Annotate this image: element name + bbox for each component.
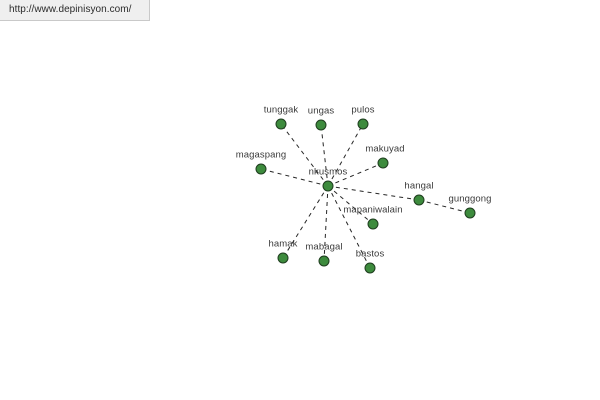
graph-node-mapaniwalain[interactable]	[367, 218, 379, 230]
graph-node-bastos[interactable]	[364, 262, 376, 274]
graph-node-hamak[interactable]	[277, 252, 289, 264]
graph-edge	[280, 123, 329, 187]
graph-node-hangal[interactable]	[413, 194, 425, 206]
graph-edge	[418, 199, 471, 214]
graph-edge	[327, 162, 384, 187]
graph-node-label-nkusmos: nkusmos	[308, 166, 348, 178]
graph-node-tunggak[interactable]	[275, 118, 287, 130]
graph-edges-layer	[260, 123, 471, 269]
graph-node-label-ungas: ungas	[307, 105, 335, 117]
graph-node-gunggong[interactable]	[464, 207, 476, 219]
graph-node-makuyad[interactable]	[377, 157, 389, 169]
graph-node-label-makuyad: makuyad	[365, 143, 405, 155]
graph-node-mabagal[interactable]	[318, 255, 330, 267]
graph-edge	[320, 124, 329, 187]
graph-edge	[327, 185, 374, 225]
graph-node-label-bastos: bastos	[355, 248, 385, 260]
graph-edge	[282, 185, 329, 259]
graph-node-magaspang[interactable]	[255, 163, 267, 175]
graph-edge	[327, 123, 364, 187]
graph-node-ungas[interactable]	[315, 119, 327, 131]
graph-node-label-gunggong: gunggong	[448, 193, 492, 205]
graph-node-label-pulos: pulos	[351, 104, 375, 116]
graph-node-label-magaspang: magaspang	[235, 149, 287, 161]
graph-node-label-hangal: hangal	[404, 180, 434, 192]
graph-node-label-hamak: hamak	[268, 238, 298, 250]
graph-node-label-mapaniwalain: mapaniwalain	[343, 204, 403, 216]
graph-node-label-mabagal: mabagal	[305, 241, 343, 253]
graph-node-label-tunggak: tunggak	[263, 104, 299, 116]
graph-canvas: nkusmos tunggak ungas pulos makuyad magaspang…	[0, 21, 600, 400]
graph-edge	[260, 168, 329, 187]
graph-node-pulos[interactable]	[357, 118, 369, 130]
graph-node-nkusmos[interactable]	[322, 180, 334, 192]
address-bar-url-text: http://www.depinisyon.com/	[9, 4, 132, 15]
address-bar[interactable]: http://www.depinisyon.com/	[0, 0, 150, 21]
